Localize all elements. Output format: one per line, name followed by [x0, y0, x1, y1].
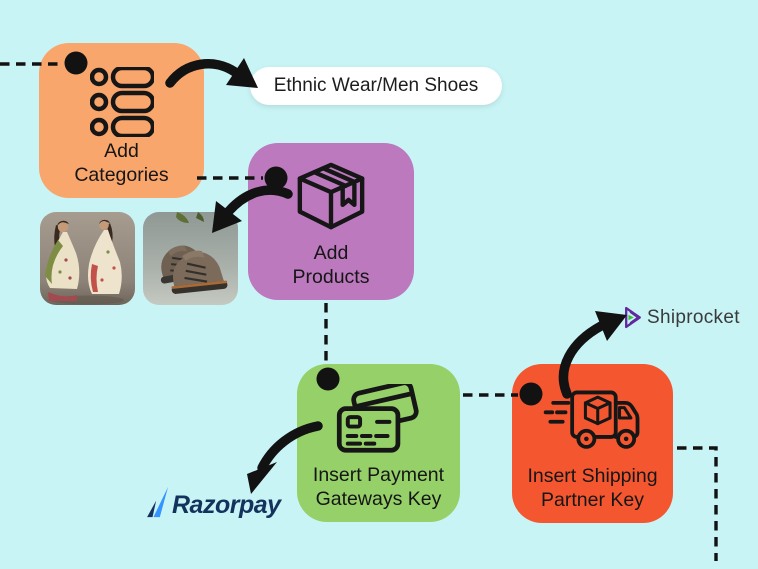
- credit-cards-icon: [336, 384, 419, 453]
- step-label: Add Categories: [74, 140, 169, 186]
- delivery-truck-icon: [543, 390, 639, 449]
- razorpay-wordmark: Razorpay: [172, 491, 281, 519]
- step-insert-payment-gateways-key: Insert Payment Gateways Key: [297, 364, 460, 522]
- ethnic-wear-photo: [40, 212, 135, 305]
- shiprocket-play-icon: [625, 306, 641, 329]
- shiprocket-wordmark: Shiprocket: [647, 306, 740, 328]
- category-example-callout: Ethnic Wear/Men Shoes: [250, 67, 502, 105]
- shipping-exit-connector: [677, 446, 718, 561]
- men-shoes-illustration: [143, 212, 238, 305]
- package-box-icon: [297, 162, 365, 230]
- shiprocket-logo: Shiprocket: [619, 304, 740, 331]
- step-label: Insert Shipping Partner Key: [527, 465, 658, 511]
- step-label: Add Products: [292, 242, 370, 288]
- step-label: Insert Payment Gateways Key: [312, 464, 445, 510]
- step-insert-shipping-partner-key: Insert Shipping Partner Key: [512, 364, 673, 523]
- razorpay-logo: Razorpay: [146, 487, 281, 518]
- step-add-categories: Add Categories: [39, 43, 204, 198]
- step-add-products: Add Products: [248, 143, 414, 300]
- men-shoes-photo: [143, 212, 238, 305]
- categories-list-icon: [89, 67, 154, 137]
- ethnic-wear-illustration: [40, 212, 135, 305]
- razorpay-arrow-icon: [147, 487, 169, 518]
